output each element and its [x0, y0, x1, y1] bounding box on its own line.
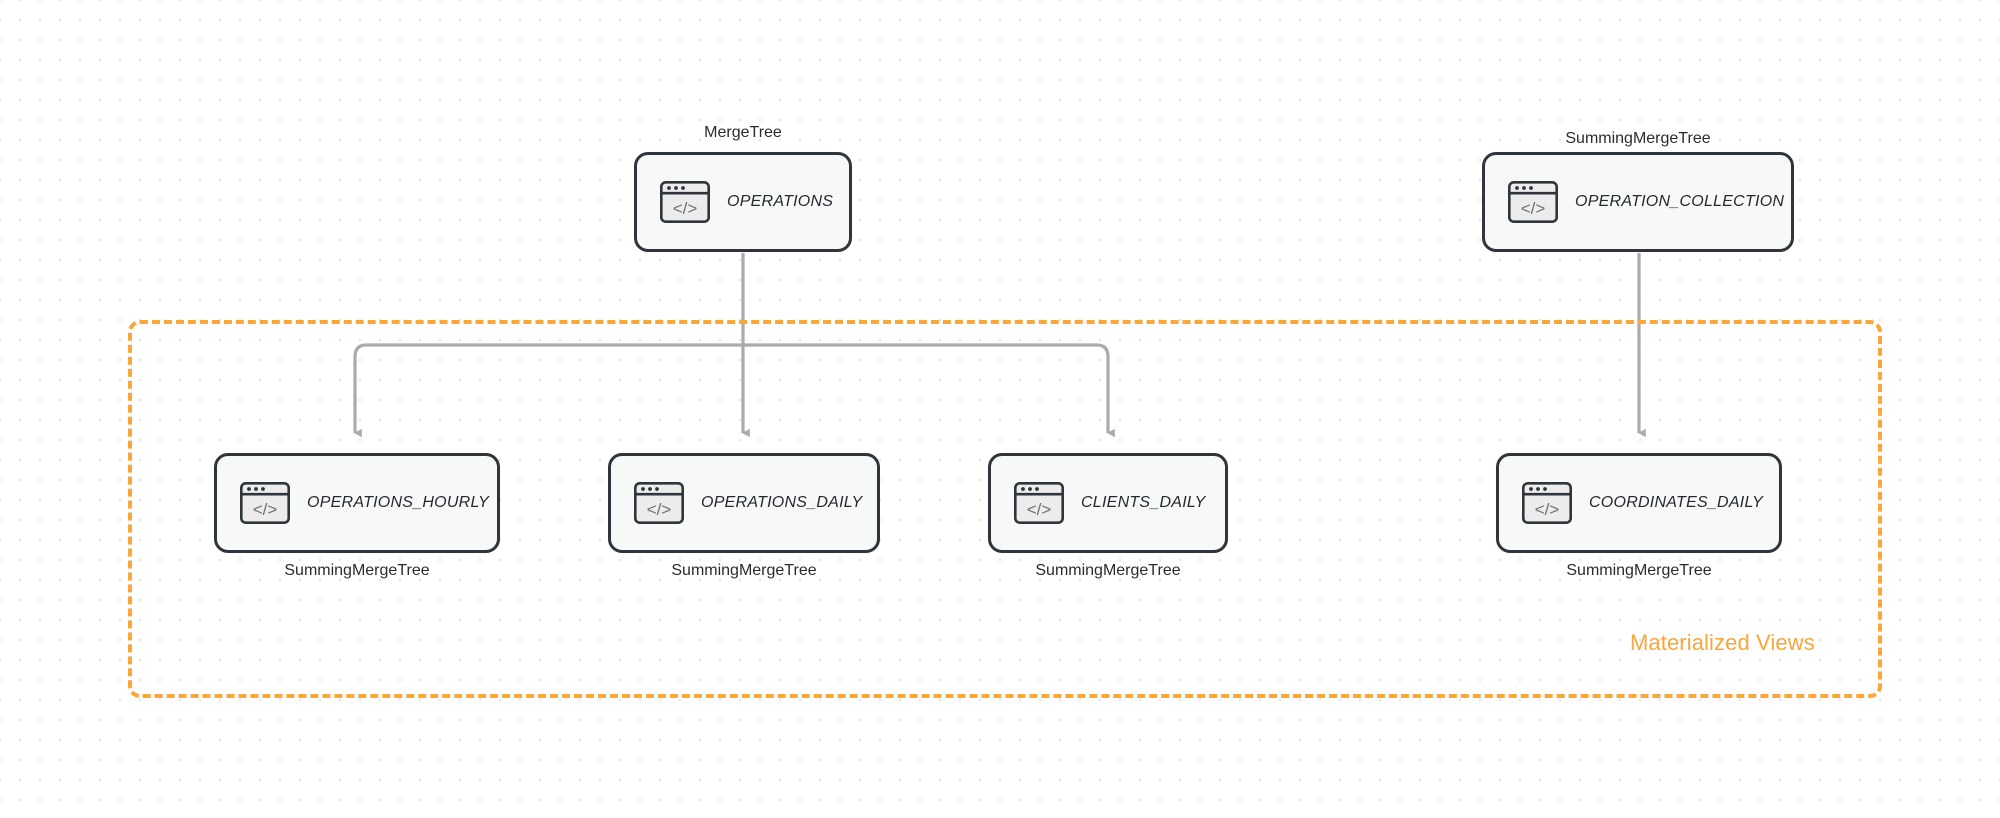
node-label-operations-hourly: OPERATIONS_HOURLY	[307, 494, 490, 511]
engine-caption-operations-daily: SummingMergeTree	[671, 562, 817, 579]
node-label-operations-daily: OPERATIONS_DAILY	[701, 494, 863, 511]
node-operations[interactable]: </> OPERATIONS	[634, 152, 852, 252]
svg-text:</>: </>	[647, 500, 672, 519]
svg-text:</>: </>	[1535, 500, 1560, 519]
svg-text:</>: </>	[673, 199, 698, 218]
svg-text:</>: </>	[253, 500, 278, 519]
node-clients-daily[interactable]: </> CLIENTS_DAILY	[988, 453, 1228, 553]
node-label-coordinates-daily: COORDINATES_DAILY	[1589, 494, 1764, 511]
svg-text:</>: </>	[1027, 500, 1052, 519]
code-window-icon: </>	[239, 479, 291, 527]
node-coordinates-daily[interactable]: </> COORDINATES_DAILY	[1496, 453, 1782, 553]
node-label-operation-collection: OPERATION_COLLECTION	[1575, 193, 1785, 210]
materialized-views-group	[128, 320, 1882, 698]
node-operation-collection[interactable]: </> OPERATION_COLLECTION	[1482, 152, 1794, 252]
svg-text:</>: </>	[1521, 199, 1546, 218]
code-window-icon: </>	[1013, 479, 1065, 527]
engine-caption-operations-hourly: SummingMergeTree	[284, 562, 430, 579]
node-operations-hourly[interactable]: </> OPERATIONS_HOURLY	[214, 453, 500, 553]
engine-caption-coordinates-daily: SummingMergeTree	[1566, 562, 1712, 579]
code-window-icon: </>	[1507, 178, 1559, 226]
engine-caption-operations: MergeTree	[704, 124, 782, 141]
engine-caption-clients-daily: SummingMergeTree	[1035, 562, 1181, 579]
code-window-icon: </>	[1521, 479, 1573, 527]
code-window-icon: </>	[633, 479, 685, 527]
node-label-operations: OPERATIONS	[727, 193, 834, 210]
node-operations-daily[interactable]: </> OPERATIONS_DAILY	[608, 453, 880, 553]
materialized-views-group-label: Materialized Views	[1630, 630, 1815, 655]
engine-caption-operation-collection: SummingMergeTree	[1565, 130, 1711, 147]
node-label-clients-daily: CLIENTS_DAILY	[1081, 494, 1206, 511]
code-window-icon: </>	[659, 178, 711, 226]
